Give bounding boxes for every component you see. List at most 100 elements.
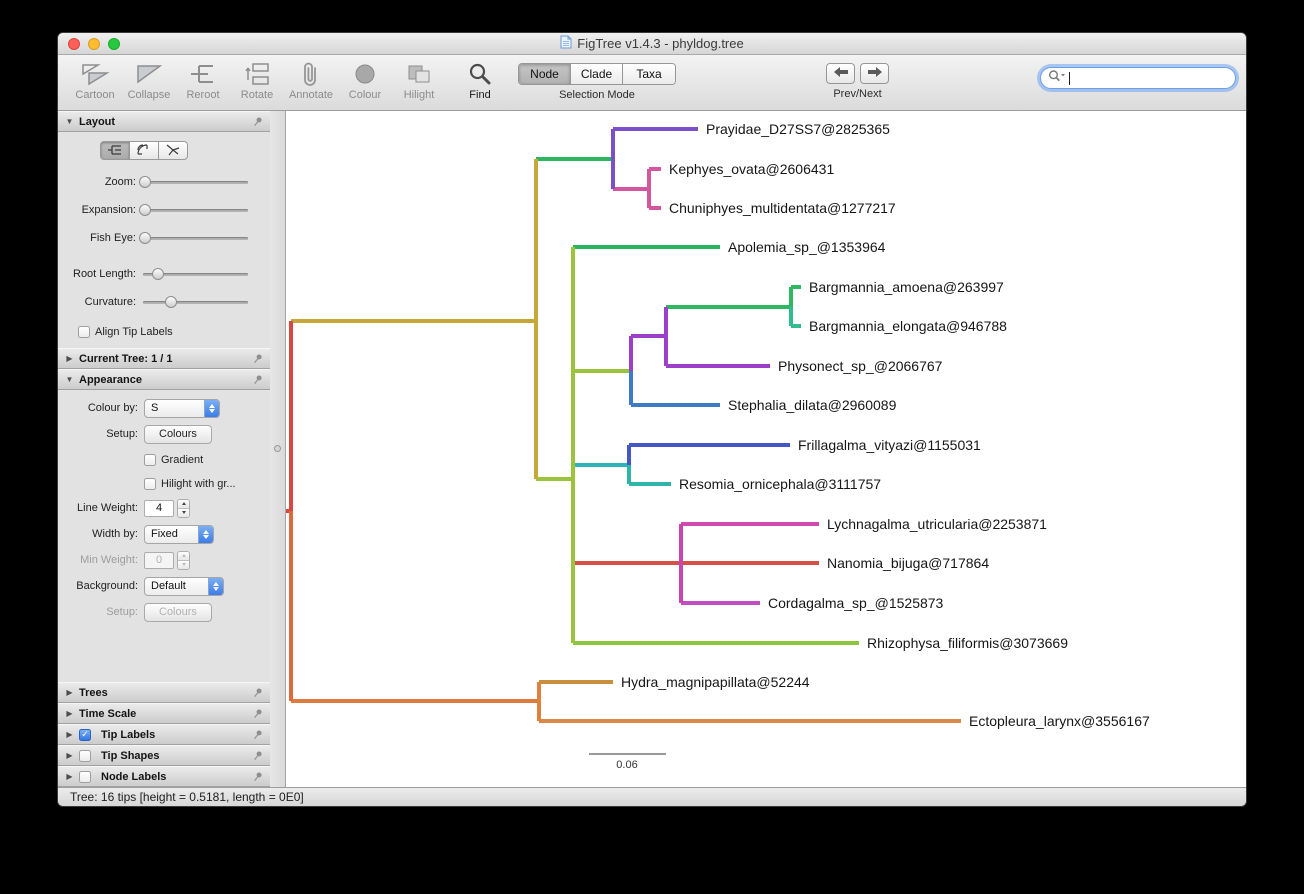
main-content: ▼ Layout Zoom:Expansion:Fish Eye:Root Le… (58, 111, 1246, 787)
align-tip-labels-checkbox[interactable] (78, 326, 90, 338)
find-icon (467, 60, 493, 88)
fisheye-slider[interactable] (139, 231, 248, 245)
find-button[interactable]: Find (456, 58, 504, 101)
pin-icon[interactable] (252, 708, 263, 720)
zoom-button[interactable] (108, 38, 120, 50)
tip-label[interactable]: Prayidae_D27SS7@2825365 (706, 121, 890, 137)
disclosure-triangle-right-icon[interactable]: ▶ (66, 751, 73, 760)
gradient-checkbox[interactable] (144, 454, 156, 466)
tip-label[interactable]: Physonect_sp_@2066767 (778, 358, 943, 374)
expansion-slider[interactable] (139, 203, 248, 217)
hilight-with-gradient-checkbox[interactable] (144, 478, 156, 490)
slider-track[interactable] (143, 301, 248, 304)
disclosure-triangle-right-icon[interactable]: ▶ (66, 688, 73, 697)
tip-label[interactable]: Apolemia_sp_@1353964 (728, 239, 886, 255)
colour-by-popup[interactable]: S (144, 398, 220, 418)
panel-header-current-tree[interactable]: ▶ Current Tree: 1 / 1 (58, 348, 270, 369)
background-popup[interactable]: Default (144, 576, 224, 596)
selection-mode-clade[interactable]: Clade (571, 64, 623, 84)
width-by-popup[interactable]: Fixed (144, 524, 214, 544)
tip-label[interactable]: Chuniphyes_multidentata@1277217 (669, 200, 896, 216)
tip-label[interactable]: Frillagalma_vityazi@1155031 (798, 437, 981, 453)
min-weight-label: Min Weight: (80, 554, 138, 566)
min-weight-stepper[interactable] (177, 550, 190, 570)
panel-header-trees[interactable]: ▶Trees (58, 682, 270, 703)
zoom-slider[interactable] (139, 175, 248, 189)
tip-label[interactable]: Resomia_ornicephala@3111757 (679, 476, 881, 492)
tip-label[interactable]: Bargmannia_elongata@946788 (809, 318, 1007, 334)
tip-label[interactable]: Lychnagalma_utricularia@2253871 (827, 516, 1047, 532)
tip-labels-checkbox[interactable]: ✓ (79, 728, 91, 741)
tip-label[interactable]: Nanomia_bijuga@717864 (827, 555, 989, 571)
slider-track[interactable] (143, 273, 248, 276)
tip-label[interactable]: Kephyes_ovata@2606431 (669, 161, 834, 177)
next-button[interactable] (860, 63, 889, 84)
disclosure-triangle-right-icon[interactable]: ▶ (66, 730, 73, 739)
collapse-button[interactable]: Collapse (122, 58, 176, 101)
layout-polar-button[interactable] (129, 141, 159, 160)
slider-track[interactable] (143, 181, 248, 184)
setup-colours-button[interactable]: Colours (144, 424, 212, 444)
disclosure-triangle-down-icon[interactable]: ▼ (65, 117, 74, 126)
splitter-grip[interactable] (274, 445, 281, 452)
tip-label[interactable]: Bargmannia_amoena@263997 (809, 279, 1004, 295)
pin-icon[interactable] (252, 687, 263, 699)
cartoon-button[interactable]: Cartoon (68, 58, 122, 101)
panel-header-node-labels[interactable]: ▶Node Labels (58, 766, 270, 787)
splitter[interactable] (270, 111, 286, 787)
slider-track[interactable] (143, 237, 248, 240)
panel-header-tip-labels[interactable]: ▶✓Tip Labels (58, 724, 270, 745)
tip-label[interactable]: Hydra_magnipapillata@52244 (621, 674, 810, 690)
disclosure-triangle-right-icon[interactable]: ▶ (66, 354, 73, 363)
background-setup-colours-button[interactable]: Colours (144, 602, 212, 622)
annotate-button[interactable]: Annotate (284, 58, 338, 101)
prev-next-group: Prev/Next (826, 58, 889, 100)
hilight-button[interactable]: Hilight (392, 58, 446, 101)
search-input[interactable] (1040, 67, 1236, 89)
pin-icon[interactable] (252, 771, 263, 783)
phylogeny-svg[interactable]: Prayidae_D27SS7@2825365Kephyes_ovata@260… (286, 111, 1246, 787)
slider-thumb[interactable] (139, 232, 152, 244)
layout-radial-button[interactable] (158, 141, 188, 160)
pin-icon[interactable] (252, 750, 263, 762)
layout-rectangular-button[interactable] (100, 141, 130, 160)
slider-thumb[interactable] (151, 268, 164, 280)
slider-track[interactable] (143, 209, 248, 212)
rootlength-slider[interactable] (143, 267, 248, 281)
min-weight-field[interactable]: 0 (144, 551, 174, 569)
panel-header-layout[interactable]: ▼ Layout (58, 111, 270, 132)
tip-label[interactable]: Ectopleura_larynx@3556167 (969, 713, 1150, 729)
curvature-slider[interactable] (143, 295, 248, 309)
slider-thumb[interactable] (139, 204, 152, 216)
tip-shapes-checkbox[interactable] (79, 749, 91, 762)
disclosure-triangle-right-icon[interactable]: ▶ (66, 772, 73, 781)
panel-header-time-scale[interactable]: ▶Time Scale (58, 703, 270, 724)
line-weight-field[interactable]: 4 (144, 499, 174, 517)
pin-icon[interactable] (252, 374, 263, 386)
minimize-button[interactable] (88, 38, 100, 50)
slider-thumb[interactable] (139, 176, 152, 188)
tip-label[interactable]: Rhizophysa_filiformis@3073669 (867, 635, 1068, 651)
tip-label[interactable]: Stephalia_dilata@2960089 (728, 397, 897, 413)
pin-icon[interactable] (252, 116, 263, 128)
reroot-button[interactable]: Reroot (176, 58, 230, 101)
rotate-button[interactable]: Rotate (230, 58, 284, 101)
panel-header-tip-shapes[interactable]: ▶Tip Shapes (58, 745, 270, 766)
line-weight-stepper[interactable] (177, 498, 190, 518)
selection-mode-node[interactable]: Node (519, 64, 571, 84)
close-button[interactable] (68, 38, 80, 50)
tip-label[interactable]: Cordagalma_sp_@1525873 (768, 595, 944, 611)
slider-thumb[interactable] (165, 296, 178, 308)
pin-icon[interactable] (252, 353, 263, 365)
prev-button[interactable] (826, 63, 855, 84)
selection-mode-taxa[interactable]: Taxa (623, 64, 675, 84)
disclosure-triangle-right-icon[interactable]: ▶ (66, 709, 73, 718)
node-labels-checkbox[interactable] (79, 770, 91, 783)
disclosure-triangle-down-icon[interactable]: ▼ (65, 375, 74, 384)
pin-icon[interactable] (252, 729, 263, 741)
tool-label: Cartoon (75, 89, 115, 101)
colour-by-label: Colour by: (87, 402, 138, 414)
colour-button[interactable]: Colour (338, 58, 392, 101)
panel-header-appearance[interactable]: ▼ Appearance (58, 369, 270, 390)
